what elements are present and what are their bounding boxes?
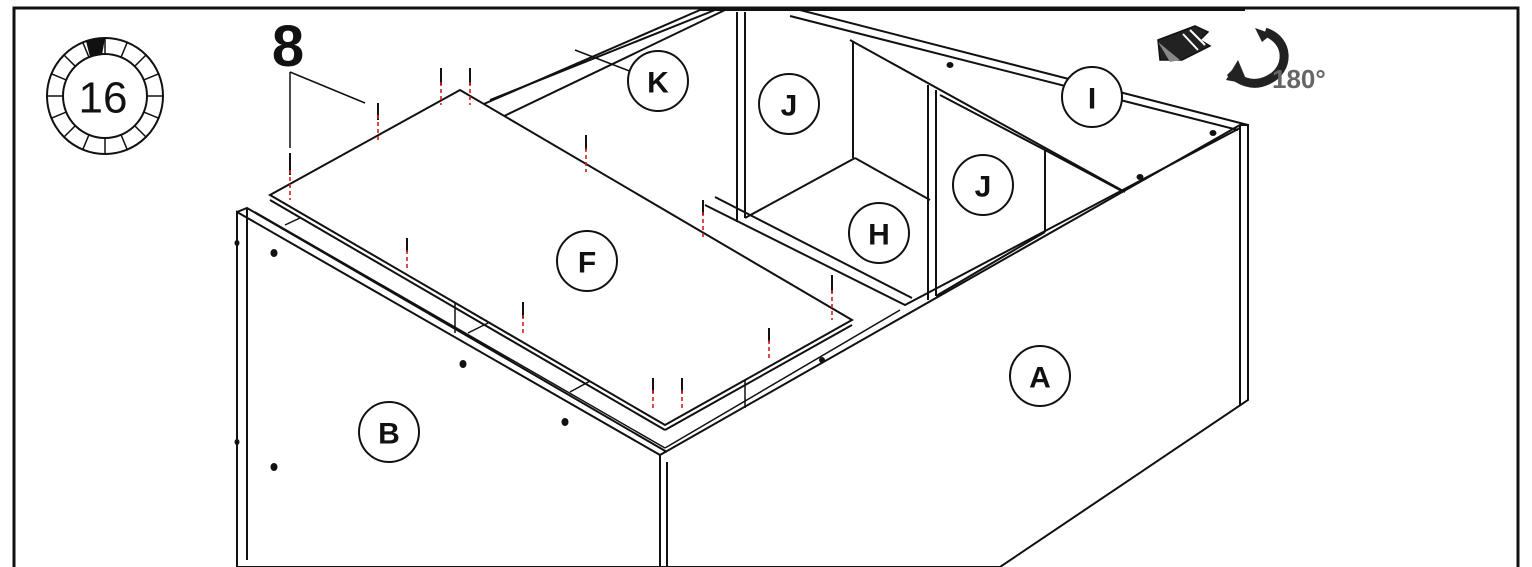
panel-a-top-edge (704, 9, 1249, 307)
step-number: 16 (79, 74, 128, 123)
panel-a-shape (659, 124, 1249, 567)
part-label-f: F (556, 230, 618, 292)
badge-tick (134, 125, 147, 138)
progress-segment-icon (86, 38, 105, 57)
badge-tick (143, 111, 159, 119)
badge-tick (120, 42, 128, 58)
interior-panels (736, 12, 1126, 300)
svg-text:I: I (1088, 83, 1096, 116)
svg-text:H: H (868, 219, 890, 252)
badge-tick (63, 125, 76, 138)
screws (289, 68, 833, 410)
rotate-arrow-icon (1226, 27, 1289, 88)
badge-tick (51, 73, 67, 81)
svg-text:F: F (578, 247, 596, 280)
part-label-k: K (627, 50, 689, 112)
flip-arrows-icon (1157, 25, 1212, 62)
holes-b (234, 240, 569, 471)
part-label-h: H (848, 202, 910, 264)
svg-text:J: J (975, 171, 992, 204)
inner-rails (254, 211, 901, 449)
svg-text:A: A (1029, 362, 1051, 395)
part-labels: A B F H I J J K (358, 50, 1123, 463)
svg-text:K: K (647, 67, 669, 100)
screw-count: 8 (272, 14, 304, 79)
screw-count-callout: 8 (272, 14, 366, 148)
badge-tick (51, 111, 67, 119)
panel-b-shape (236, 206, 668, 567)
part-label-i: I (1061, 66, 1123, 128)
badge-tick (143, 73, 159, 81)
svg-text:J: J (781, 90, 798, 123)
part-label-b: B (358, 401, 420, 463)
badge-tick (134, 54, 147, 67)
panel-k-leader (574, 49, 633, 73)
badge-tick (63, 54, 76, 67)
svg-text:B: B (378, 418, 400, 451)
part-label-j-left: J (758, 73, 820, 135)
step-badge: 16 (46, 37, 164, 155)
badge-tick (82, 42, 90, 58)
page-frame (12, 6, 1520, 567)
holes-a (819, 62, 1217, 363)
badge-tick (82, 134, 90, 150)
badge-tick (120, 134, 128, 150)
part-label-j-right: J (952, 154, 1014, 216)
part-label-a: A (1009, 345, 1071, 407)
rotation-label: 180° (1272, 64, 1326, 94)
